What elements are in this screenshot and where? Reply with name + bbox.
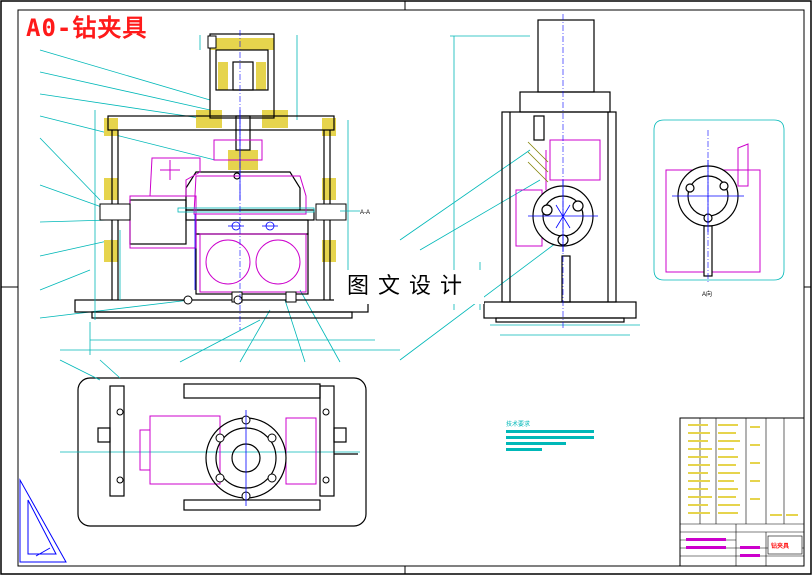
title-block: 钻夹具	[679, 417, 805, 567]
title-block-name-cell	[767, 535, 803, 555]
tech-requirements-title: 技术要求	[506, 420, 530, 428]
corner-triangle	[19, 478, 67, 563]
a-direction-view	[653, 119, 785, 281]
front-view	[39, 33, 400, 363]
tech-requirements: 技术要求	[506, 420, 594, 451]
watermark-text: 图文设计	[334, 270, 484, 304]
title-block-name: 钻夹具	[771, 542, 789, 550]
top-view	[59, 359, 367, 527]
inner-border	[17, 9, 805, 567]
section-label-a: A-A	[360, 210, 370, 216]
sheet-title: A0-钻夹具	[26, 14, 148, 42]
side-view	[395, 19, 640, 361]
view-label-a-direction: A向	[702, 290, 712, 298]
